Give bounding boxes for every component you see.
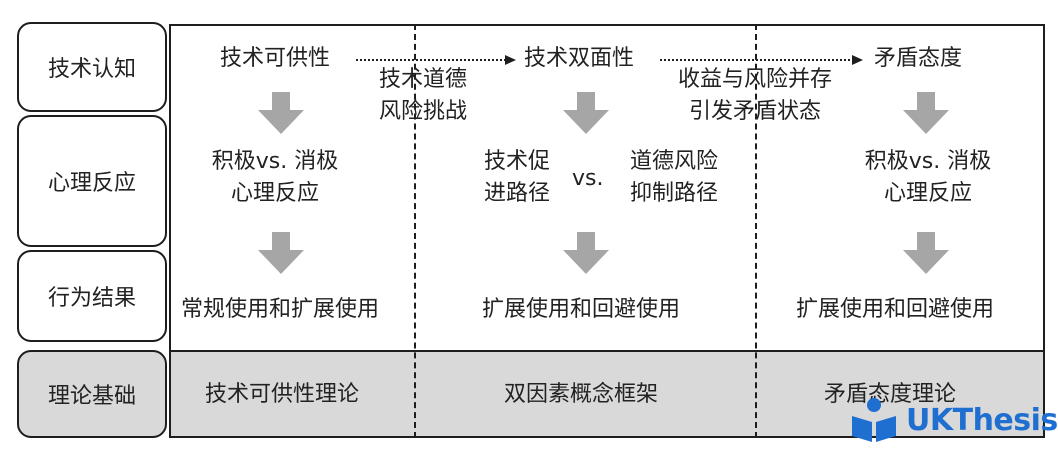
row-label-outcome: 行为结果 xyxy=(17,250,167,342)
col2-outcome: 扩展使用和回避使用 xyxy=(482,297,681,322)
theory-band xyxy=(169,350,1045,438)
row-label-cognition-text: 技术认知 xyxy=(47,57,136,82)
row-label-theory-text: 理论基础 xyxy=(47,384,136,409)
col1-cognition: 技术可供性 xyxy=(220,46,331,71)
col2-cognition: 技术双面性 xyxy=(524,46,635,71)
col1-outcome: 常规使用和扩展使用 xyxy=(181,297,380,322)
down-arrow-icon xyxy=(258,232,304,274)
down-arrow-icon xyxy=(258,92,304,134)
logo: UKThesis xyxy=(848,396,1058,444)
down-arrow-icon xyxy=(903,92,949,134)
column-divider-1 xyxy=(414,24,416,438)
transition-1-label: 技术道德 风险挑战 xyxy=(378,67,467,124)
col3-cognition: 矛盾态度 xyxy=(874,46,963,71)
col1-theory: 技术可供性理论 xyxy=(205,382,360,407)
reading-person-icon xyxy=(852,398,896,442)
logo-text: UKThesis xyxy=(906,402,1058,438)
down-arrow-icon xyxy=(563,92,609,134)
col3-outcome: 扩展使用和回避使用 xyxy=(796,297,995,322)
row-label-reaction-text: 心理反应 xyxy=(47,171,136,196)
row-label-theory: 理论基础 xyxy=(17,350,167,438)
col3-reaction: 积极vs. 消极 心理反应 xyxy=(864,149,992,206)
row-label-reaction: 心理反应 xyxy=(17,115,167,247)
col2-theory: 双因素概念框架 xyxy=(504,382,659,407)
row-label-cognition: 技术认知 xyxy=(17,22,167,112)
flow-arrow-2 xyxy=(660,55,863,65)
col2-reaction-left: 技术促 进路径 xyxy=(483,149,550,206)
col2-reaction-right: 道德风险 抑制路径 xyxy=(629,149,718,206)
column-divider-2 xyxy=(755,24,757,438)
col3-theory: 矛盾态度理论 xyxy=(824,382,957,407)
down-arrow-icon xyxy=(903,232,949,274)
flow-arrow-1 xyxy=(356,55,516,65)
col1-reaction: 积极vs. 消极 心理反应 xyxy=(211,149,339,206)
down-arrow-icon xyxy=(563,232,609,274)
row-label-outcome-text: 行为结果 xyxy=(47,286,136,311)
col2-reaction-vs: vs. xyxy=(572,166,604,191)
transition-2-label: 收益与风险并存 引发矛盾状态 xyxy=(677,67,832,124)
